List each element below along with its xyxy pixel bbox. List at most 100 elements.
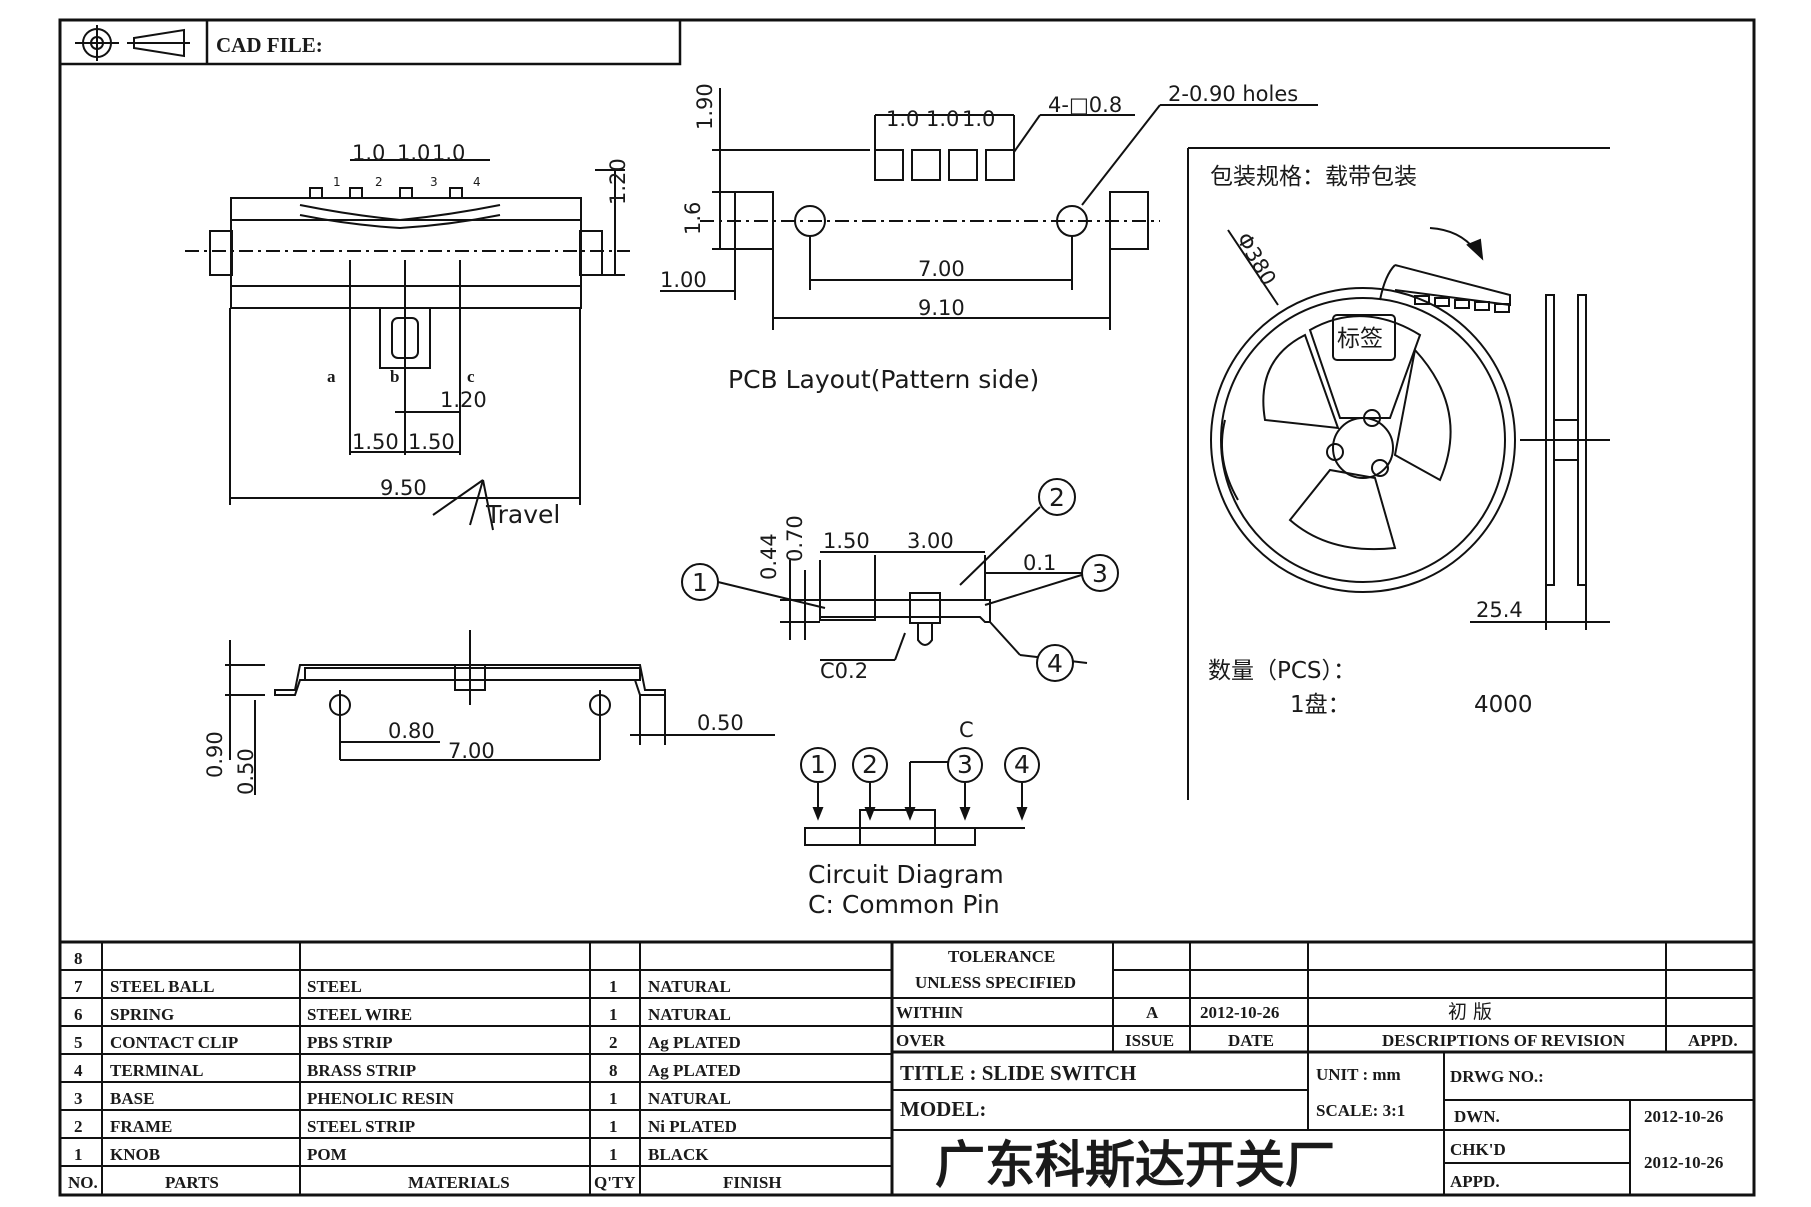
bom-finish: NATURAL [648,977,731,996]
side-dim-0-50-right: 0.50 [697,711,744,735]
callout-circle-1 [681,563,719,601]
callout-circle-2 [1038,478,1076,516]
appd-signature-label: APPD. [1450,1172,1500,1191]
unit-label: UNIT : mm [1316,1065,1401,1084]
bom-material: STEEL WIRE [307,1005,412,1024]
circuit-pin-4: 4 [1014,750,1030,779]
pad-note: 4-□0.8 [1048,93,1122,117]
bom-material: PHENOLIC RESIN [307,1089,455,1108]
bom-rows: 8 7 STEEL BALL STEEL 1 NATURAL 6 SPRING … [68,949,782,1192]
dwn-label: DWN. [1454,1107,1500,1126]
bom-finish: Ag PLATED [648,1061,741,1080]
position-b-label: b [390,367,399,386]
bom-row: 1 KNOB POM 1 BLACK [74,1145,709,1164]
width-dim: 9.50 [380,476,427,500]
pad-pitch-2: 1.0 [926,107,959,131]
pin-number-2: 2 [375,175,383,189]
position-c-label: c [467,367,475,386]
bom-no: 2 [74,1117,83,1136]
drwg-no-label: DRWG NO.: [1450,1067,1544,1086]
bom-row: 2 FRAME STEEL STRIP 1 Ni PLATED [74,1117,737,1136]
pcb-dim-1-90: 1.90 [693,83,717,130]
date-label: DATE [1228,1031,1274,1050]
bom-header-qty: Q'TY [594,1173,636,1192]
drawing-title: TITLE : SLIDE SWITCH [900,1061,1136,1085]
revision-date-value: 2012-10-26 [1200,1003,1279,1022]
bom-part: STEEL BALL [110,977,214,996]
side-view [225,630,775,795]
circuit-pin-1: 1 [810,750,826,779]
callout-3: 3 [1092,559,1108,588]
per-reel-label: 1盘： [1290,692,1351,718]
appd-label: APPD. [1688,1031,1738,1050]
reel-diameter: Φ380 [1232,229,1281,290]
side-dim-7-00: 7.00 [448,739,495,763]
knob-dim: 1.20 [440,388,487,412]
bom-qty: 1 [609,1145,618,1164]
pad-pitch-1: 1.0 [886,107,919,131]
detail-dim-1-50: 1.50 [823,529,870,553]
callout-1: 1 [692,568,708,597]
pcb-dim-1-6: 1.6 [681,202,705,235]
title-block [892,942,1754,1195]
bom-finish: NATURAL [648,1005,731,1024]
qty-label: 数量（PCS）： [1208,658,1356,684]
bom-finish: BLACK [648,1145,709,1164]
side-dim-0-80: 0.80 [388,719,435,743]
bom-part: KNOB [110,1145,160,1164]
pcb-dim-7-00: 7.00 [918,257,965,281]
pad-pitch-3: 1.0 [962,107,995,131]
circuit-diagram [800,747,1040,846]
pin-number-1: 1 [333,175,341,189]
bom-no: 3 [74,1089,83,1108]
bom-material: BRASS STRIP [307,1061,416,1080]
bom-material: STEEL [307,977,362,996]
projection-symbol-icon [75,25,190,61]
bom-row: 5 CONTACT CLIP PBS STRIP 2 Ag PLATED [74,1033,741,1052]
travel-label: Travel [485,500,560,529]
detail-view [717,506,1089,664]
packaging-frame [1187,147,1610,800]
bom-material: POM [307,1145,347,1164]
bom-part: SPRING [110,1005,174,1024]
callout-circle-3 [1081,554,1119,592]
bom-header-materials: MATERIALS [408,1173,510,1192]
within-label: WITHIN [896,1003,964,1022]
bom-part: CONTACT CLIP [110,1033,238,1052]
pin-number-3: 3 [430,175,438,189]
pitch-dim-2: 1.0 [397,141,430,165]
bom-part: FRAME [110,1117,172,1136]
detail-chamfer: C0.2 [820,659,868,683]
packaging-title: 包装规格：载带包装 [1210,164,1417,190]
pcb-caption: PCB Layout(Pattern side) [728,365,1039,394]
bom-qty: 1 [609,1089,618,1108]
bom-qty: 1 [609,1117,618,1136]
bom-header-no: NO. [68,1173,98,1192]
circuit-pin-3: 3 [957,750,973,779]
bom-qty: 8 [609,1061,618,1080]
bom-part: BASE [110,1089,154,1108]
reel-label: 标签 [1337,326,1383,352]
detail-callouts [681,478,1119,682]
bom-finish: Ni PLATED [648,1117,737,1136]
bom-row: 6 SPRING STEEL WIRE 1 NATURAL [74,1005,731,1024]
qty-value: 4000 [1474,692,1533,718]
bom-no: 1 [74,1145,83,1164]
revision-description-value: 初 版 [1448,1001,1492,1023]
chkd-label: CHK'D [1450,1140,1506,1159]
over-label: OVER [896,1031,946,1050]
top-view [185,159,630,531]
bom-material: PBS STRIP [307,1033,393,1052]
dwn-date: 2012-10-26 [1644,1107,1723,1126]
unless-specified-label: UNLESS SPECIFIED [915,973,1076,992]
bom-row: 4 TERMINAL BRASS STRIP 8 Ag PLATED [74,1061,741,1080]
reel-icon [1210,227,1610,630]
bom-header-parts: PARTS [165,1173,219,1192]
position-a-label: a [327,367,336,386]
pitch-dim-1: 1.0 [352,141,385,165]
side-dim-0-90: 0.90 [203,731,227,778]
bom-finish: NATURAL [648,1089,731,1108]
bom-finish: Ag PLATED [648,1033,741,1052]
bom-row: 8 [74,949,83,968]
